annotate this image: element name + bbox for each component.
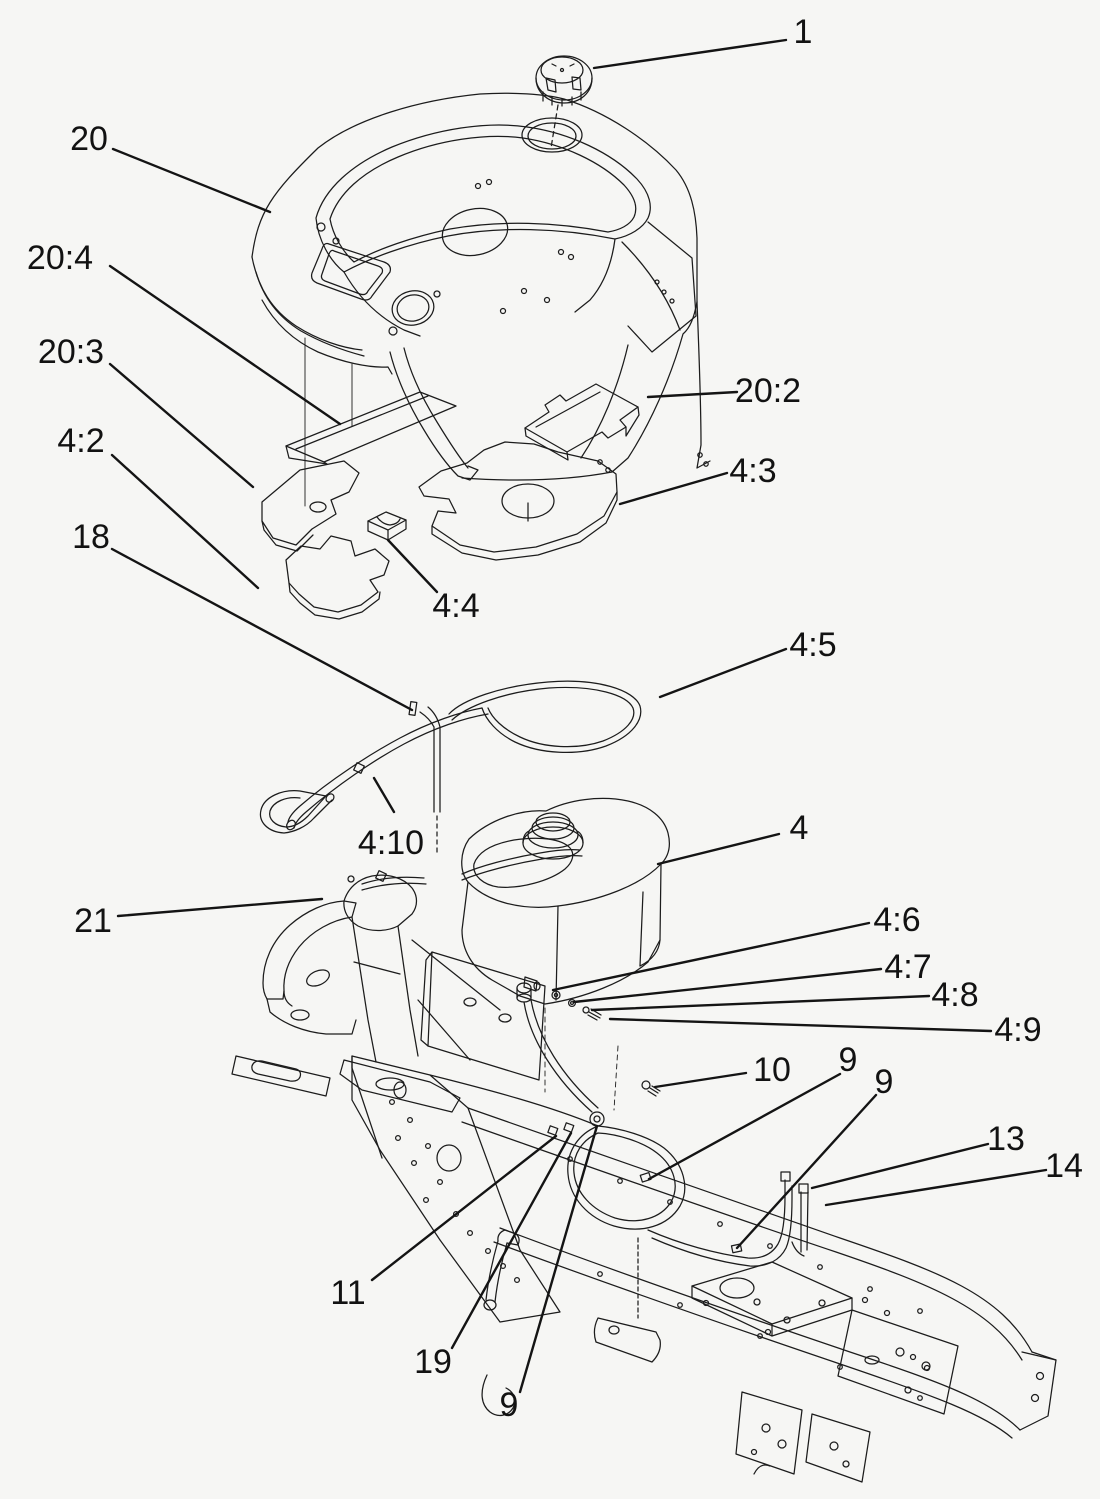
callout-leader-line bbox=[110, 453, 260, 590]
callout-number: 18 bbox=[72, 518, 110, 556]
callout-number: 4:10 bbox=[358, 824, 424, 862]
callout-number: 20:4 bbox=[27, 239, 93, 277]
callout-number: 10 bbox=[753, 1051, 791, 1089]
callout-number: 9 bbox=[875, 1063, 894, 1101]
pad-20-3 bbox=[261, 460, 360, 552]
callout-leader-line bbox=[735, 1093, 878, 1250]
callout-leader-line bbox=[646, 390, 739, 399]
callout-number: 4 bbox=[790, 809, 809, 847]
callout-number: 4:4 bbox=[432, 587, 479, 625]
callout-9: 9 bbox=[647, 1041, 858, 1181]
callout-leader-line bbox=[111, 147, 272, 214]
callout-number: 4:3 bbox=[729, 452, 776, 490]
callout-number: 9 bbox=[839, 1041, 858, 1079]
callout-10: 10 bbox=[653, 1051, 791, 1089]
callout-4-2: 4:2 bbox=[57, 422, 260, 590]
callout-9: 9 bbox=[500, 1124, 599, 1424]
callout-leader-line bbox=[618, 471, 729, 506]
callout-leader-line bbox=[372, 776, 396, 814]
callout-13: 13 bbox=[810, 1120, 1025, 1190]
callout-leader-line bbox=[108, 264, 342, 426]
callout-11: 11 bbox=[330, 1134, 558, 1312]
callout-20: 20 bbox=[70, 120, 272, 214]
callout-number: 4:5 bbox=[789, 626, 836, 664]
callout-number: 4:6 bbox=[873, 901, 920, 939]
frame bbox=[351, 1055, 1057, 1483]
callout-leader-line bbox=[592, 38, 788, 70]
callout-number: 20:3 bbox=[38, 333, 104, 371]
callout-4-7: 4:7 bbox=[572, 948, 932, 1004]
callout-leader-line bbox=[551, 921, 871, 992]
callout-leader-line bbox=[810, 1142, 990, 1190]
callout-4-4: 4:4 bbox=[386, 538, 480, 625]
callout-number: 13 bbox=[987, 1120, 1025, 1158]
callout-20-2: 20:2 bbox=[646, 372, 801, 410]
callout-number: 20 bbox=[70, 120, 108, 158]
callout-number: 14 bbox=[1045, 1147, 1083, 1185]
callout-18: 18 bbox=[72, 518, 414, 712]
callout-number: 9 bbox=[500, 1386, 519, 1424]
callout-leader-line bbox=[824, 1168, 1048, 1207]
callout-20-4: 20:4 bbox=[27, 239, 342, 426]
callout-number: 4:7 bbox=[884, 948, 931, 986]
callout-leader-line bbox=[658, 647, 788, 699]
pad-20-2 bbox=[524, 383, 640, 461]
callout-4-6: 4:6 bbox=[551, 901, 921, 992]
callout-number: 4:9 bbox=[994, 1011, 1041, 1049]
callout-leader-line bbox=[653, 1071, 748, 1089]
support-bracket bbox=[231, 874, 501, 1113]
callout-21: 21 bbox=[74, 897, 324, 940]
callout-leader-line bbox=[590, 994, 931, 1012]
callout-4-5: 4:5 bbox=[658, 626, 837, 699]
callout-leader-line bbox=[608, 1017, 993, 1033]
callout-4-8: 4:8 bbox=[590, 976, 979, 1014]
callout-leader-line bbox=[386, 538, 439, 594]
callout-leader-line bbox=[108, 362, 255, 489]
rail1-holes bbox=[567, 1156, 923, 1314]
callout-number: 1 bbox=[794, 13, 813, 51]
callout-4-3: 4:3 bbox=[618, 452, 777, 506]
callout-leader-line bbox=[450, 1131, 573, 1350]
callout-20-3: 20:3 bbox=[38, 333, 255, 489]
callout-4-9: 4:9 bbox=[608, 1011, 1042, 1049]
callout-leader-line bbox=[572, 967, 883, 1004]
callout-leader-line bbox=[656, 832, 781, 866]
callout-leader-line bbox=[647, 1072, 842, 1181]
callout-leader-line bbox=[110, 547, 414, 712]
hood bbox=[251, 92, 711, 481]
frame-plate-holes bbox=[388, 1098, 521, 1284]
projection-lines bbox=[304, 337, 619, 1111]
callout-14: 14 bbox=[824, 1147, 1083, 1207]
callout-1: 1 bbox=[592, 13, 813, 70]
hood-holes bbox=[474, 178, 675, 315]
callout-number: 19 bbox=[414, 1343, 452, 1381]
callout-number: 4:2 bbox=[57, 422, 104, 460]
callout-number: 4:8 bbox=[931, 976, 978, 1014]
callout-9: 9 bbox=[735, 1063, 894, 1250]
callout-number: 11 bbox=[330, 1274, 365, 1312]
callout-leader-line bbox=[116, 897, 324, 918]
callout-leader-line bbox=[370, 1134, 558, 1282]
steering-hole bbox=[441, 207, 509, 257]
fuel-fill-hole bbox=[521, 117, 583, 153]
spacer-4-4 bbox=[367, 511, 407, 541]
callout-number: 20:2 bbox=[735, 372, 801, 410]
callout-leader-line bbox=[518, 1124, 599, 1394]
fuel-line bbox=[259, 680, 642, 883]
callout-4-10: 4:10 bbox=[358, 776, 424, 862]
pad-4-2 bbox=[285, 535, 390, 620]
callout-4: 4 bbox=[656, 809, 809, 866]
pad-4-3 bbox=[418, 441, 618, 561]
dash-side-panel bbox=[285, 391, 457, 465]
callout-layer: 1 20 20:4 20:3 4:2 18 20:2 4:3 4:4 4:5 4 4:10 21 4:6 4… bbox=[27, 13, 1083, 1424]
callout-19: 19 bbox=[414, 1131, 573, 1381]
callout-number: 21 bbox=[74, 902, 112, 940]
fuel-cap bbox=[535, 55, 593, 149]
